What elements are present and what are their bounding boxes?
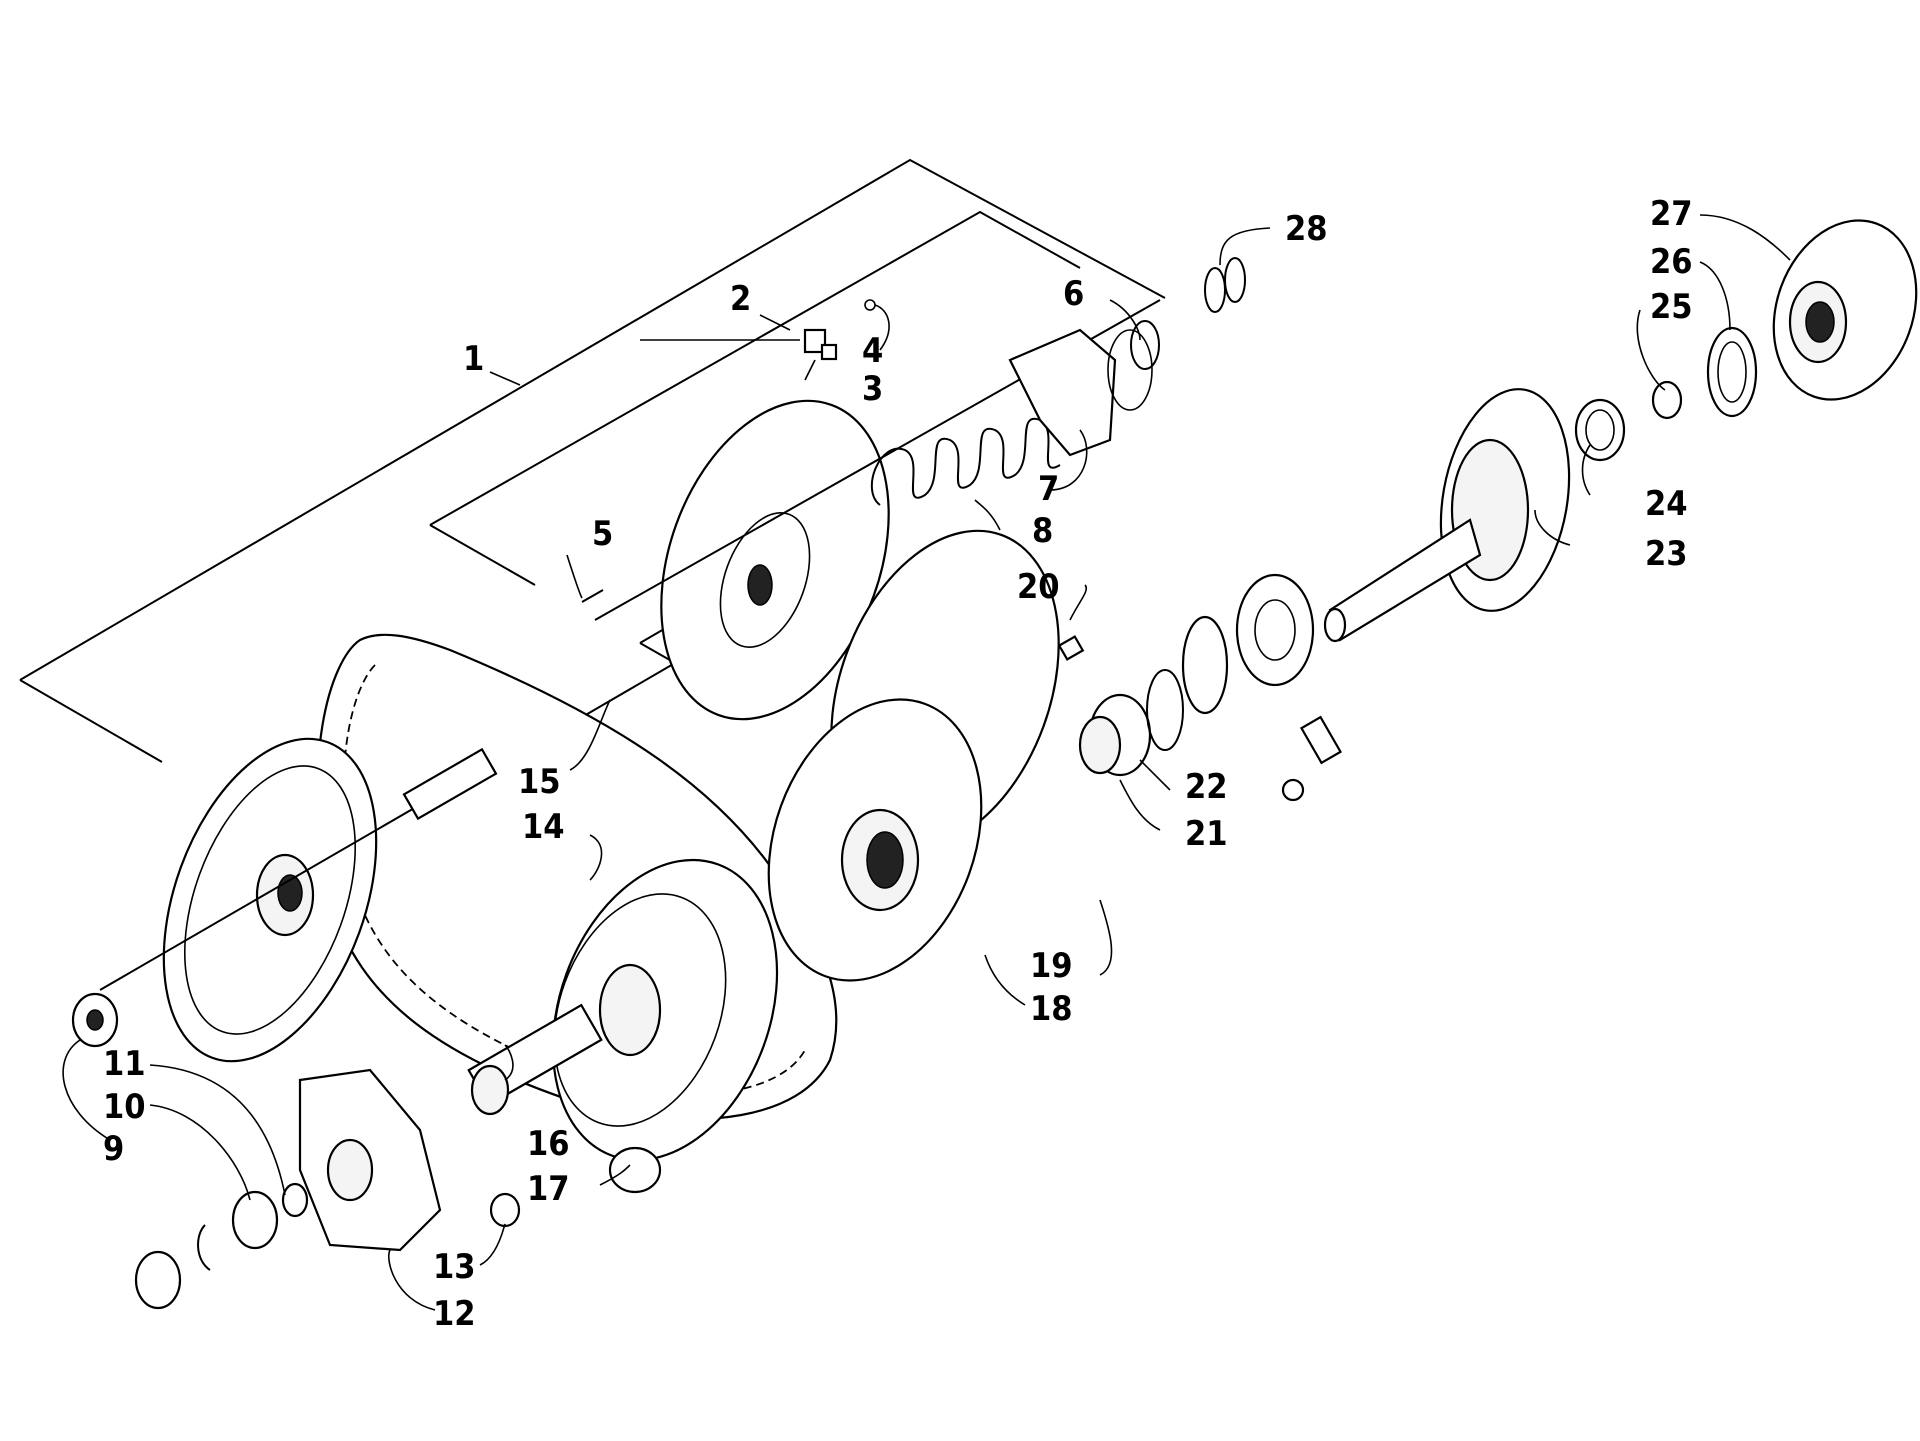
bearings (1078, 573, 1343, 802)
label-4: 4 (862, 331, 883, 371)
small-parts-left (71, 992, 662, 1310)
label-15: 15 (518, 762, 561, 802)
drive-sheave (99, 737, 498, 1063)
label-18: 18 (1030, 989, 1073, 1029)
label-22: 22 (1185, 767, 1228, 807)
movable-sheave (298, 1068, 442, 1252)
label-3: 3 (862, 369, 883, 409)
label-9: 9 (103, 1129, 124, 1169)
label-27: 27 (1650, 194, 1693, 234)
label-26: 26 (1650, 242, 1693, 282)
rear-clutch-parts (1574, 219, 1918, 462)
label-5: 5 (592, 514, 613, 554)
label-1: 1 (463, 339, 484, 379)
part-labels: 1 2 3 4 5 6 7 8 9 10 11 12 13 14 15 16 1… (103, 194, 1693, 1334)
label-6: 6 (1063, 274, 1084, 314)
label-25: 25 (1650, 287, 1693, 327)
label-13: 13 (433, 1247, 476, 1287)
label-24: 24 (1645, 484, 1688, 524)
label-23: 23 (1645, 534, 1688, 574)
cam (1008, 328, 1153, 457)
label-21: 21 (1185, 814, 1228, 854)
small-hardware (581, 299, 1085, 661)
label-12: 12 (433, 1294, 476, 1334)
driven-clutch (467, 858, 779, 1162)
label-2: 2 (730, 279, 751, 319)
label-8: 8 (1032, 511, 1053, 551)
spring (870, 417, 1061, 506)
label-14: 14 (522, 807, 565, 847)
label-17: 17 (527, 1169, 570, 1209)
leader-lines (62, 214, 1791, 1311)
label-19: 19 (1030, 946, 1073, 986)
label-28: 28 (1285, 209, 1328, 249)
secondary-clutch (767, 529, 1060, 982)
label-11: 11 (103, 1044, 146, 1084)
label-20: 20 (1017, 567, 1060, 607)
snap-rings-top (1130, 257, 1246, 370)
output-shaft-housing (1323, 388, 1571, 643)
label-7: 7 (1038, 469, 1059, 509)
label-16: 16 (527, 1124, 570, 1164)
label-10: 10 (103, 1087, 146, 1127)
assembly-bracket-1 (19, 158, 1166, 763)
